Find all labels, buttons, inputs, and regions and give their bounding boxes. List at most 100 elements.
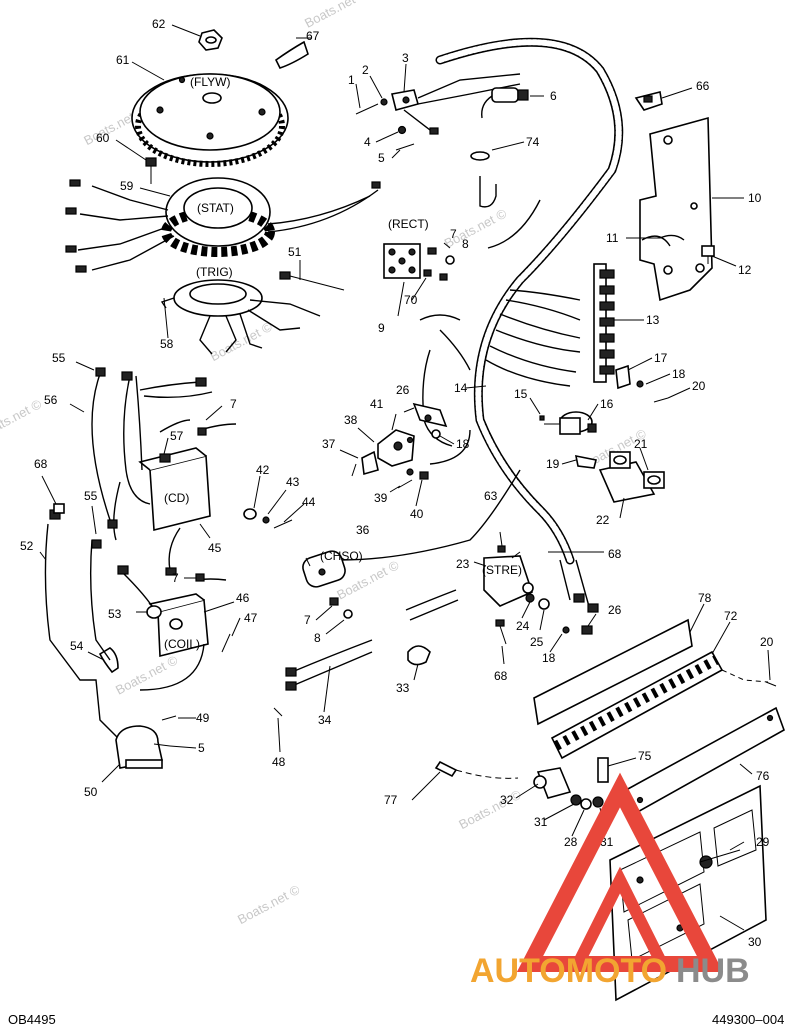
callout-24: 24 [516,619,530,633]
washer-18c [562,626,570,634]
callout-76: 76 [756,769,770,783]
callout-10: 10 [748,191,762,205]
callout-3: 3 [402,51,409,65]
callout-58: 58 [160,337,174,351]
screw-1 [355,103,379,115]
washer-39 [406,468,414,476]
callout-52: 52 [20,539,34,553]
callout-68b: 68 [608,547,622,561]
callout-23: 23 [456,557,470,571]
callout-28: 28 [564,835,578,849]
ref-code-left: OB4495 [8,1012,56,1027]
nut-15 [539,415,545,421]
callout-45: 45 [208,541,222,555]
callout-20b: 20 [760,635,774,649]
callout-44: 44 [302,495,316,509]
screw-68b [499,625,507,645]
callout-60: 60 [96,131,110,145]
callout-75: 75 [638,749,652,763]
callout-26a: 26 [396,383,410,397]
screw-5b [153,743,171,747]
callout-53: 53 [108,607,122,621]
callout-68a: 68 [34,457,48,471]
stator: (STAT) [65,177,381,273]
callout-7b: 7 [230,397,237,411]
callout-33: 33 [396,681,410,695]
callout-9: 9 [378,321,385,335]
bracket-10 [639,116,713,302]
screw-20b [765,681,777,687]
screw-12 [701,245,715,264]
wire-loop [479,176,497,208]
callout-67: 67 [306,29,320,43]
clamp-66 [634,91,663,111]
screw-head-68b [495,619,505,627]
trigger: (TRIG) [160,265,321,355]
screw-63 [497,545,506,553]
callout-15: 15 [514,387,528,401]
cd-module: (CD) [113,371,237,576]
choke-36: (CHSO) [302,549,363,588]
flywheel-key [274,40,309,69]
washer-2 [380,98,388,106]
nut-24 [525,593,535,603]
boot-54 [98,647,119,674]
callout-37: 37 [322,437,336,451]
rect-label: (RECT) [388,217,429,231]
cd-label: (CD) [164,491,189,505]
logo-triangle-icon [516,772,724,972]
watermark: Boats.net © [207,319,275,364]
stud-70 [423,269,432,277]
callout-40: 40 [410,507,424,521]
callout-48: 48 [272,755,286,769]
terminal-block-3 [391,73,521,135]
callout-49: 49 [196,711,210,725]
nut-26b [581,625,593,635]
stat-label: (STAT) [197,201,234,215]
callout-31a: 31 [534,815,548,829]
callout-30: 30 [748,935,762,949]
screw-20 [653,397,669,403]
callout-70: 70 [404,293,418,307]
connector-6 [481,87,529,119]
callout-55a: 55 [52,351,66,365]
screw-47 [221,633,231,653]
callout-1: 1 [348,73,355,87]
grommet-42 [243,508,257,520]
plate-22 [598,451,656,503]
bolt-77 [434,760,519,779]
leader-lines [39,24,771,931]
callout-21: 21 [634,437,648,451]
callout-39: 39 [374,491,388,505]
nut-40 [419,471,429,480]
logo-text-hub: HUB [676,952,750,990]
callout-5: 5 [378,151,385,165]
wire-34 [285,639,373,691]
callout-57: 57 [170,429,184,443]
key-switch-16 [544,411,597,435]
automotohub-logo: AUTOMOTO HUB [470,772,750,990]
grommet-74 [470,151,490,161]
mount-32 [533,767,572,799]
callout-62: 62 [152,17,166,31]
callout-11: 11 [606,231,619,245]
trigger-screw [279,271,345,291]
callout-56: 56 [44,393,58,407]
nut-57 [159,453,171,463]
callout-47: 47 [244,611,258,625]
washer-4 [397,125,407,135]
washer-31a [570,794,582,806]
callout-16: 16 [600,397,614,411]
screw-29 [699,849,741,863]
terminal-block-72 [550,650,769,760]
washer-25 [538,598,550,610]
callout-59: 59 [120,179,134,193]
callout-61: 61 [116,53,130,67]
flywheel: (FLYW) [131,73,289,167]
label-78 [533,618,693,726]
washer-28 [580,798,592,810]
callout-41: 41 [370,397,384,411]
watermark: Boats.net © [0,396,44,441]
screw-39 [397,479,413,489]
